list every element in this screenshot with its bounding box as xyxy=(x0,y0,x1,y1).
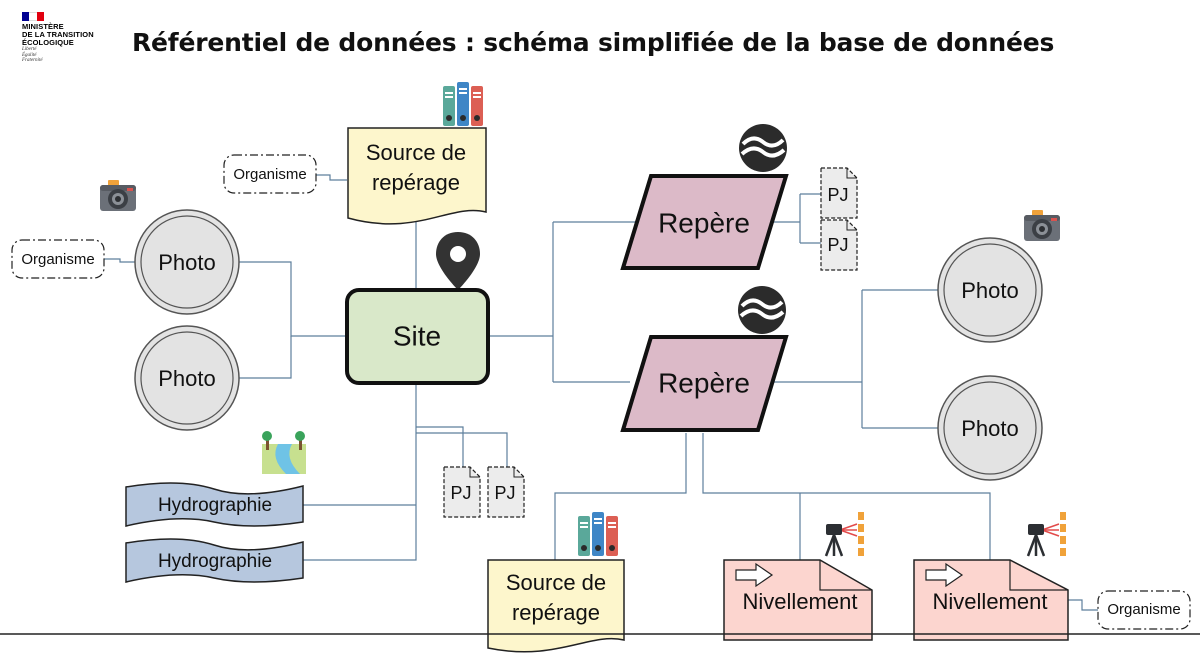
hydrographie-label: Hydrographie xyxy=(158,495,272,516)
connectors xyxy=(104,174,1098,611)
connector-site-reperes xyxy=(488,221,646,383)
photo-label: Photo xyxy=(961,278,1019,303)
logo-line: ÉCOLOGIQUE xyxy=(22,38,74,47)
pj-label: PJ xyxy=(450,483,471,503)
location-pin-icon xyxy=(436,232,480,290)
surveyor-level-icon xyxy=(824,510,866,558)
source-reperage-node: Source de repérage xyxy=(347,127,487,225)
hydrology-wave-icon xyxy=(737,122,789,174)
organisme-node: Organisme xyxy=(1097,590,1191,630)
connector-photo2-site xyxy=(235,336,292,379)
connector-organisme-source xyxy=(316,174,347,181)
arrow-right-icon xyxy=(735,562,774,588)
logo-motto: Fraternité xyxy=(22,58,43,63)
logo-line: DE LA TRANSITION xyxy=(22,30,94,39)
pj-document: PJ xyxy=(443,466,481,518)
photo-node: Photo xyxy=(134,325,240,431)
site-label: Site xyxy=(393,320,441,351)
source-label-line: repérage xyxy=(512,600,600,625)
connector-repere1-pj xyxy=(770,193,821,244)
ministry-logo: MINISTÈRE DE LA TRANSITION ÉCOLOGIQUE Li… xyxy=(22,12,122,64)
connector-repere2-photos xyxy=(768,289,942,429)
photo-node: Photo xyxy=(937,237,1043,343)
river-landscape-icon xyxy=(262,431,306,474)
organisme-label: Organisme xyxy=(1107,601,1180,618)
photo-label: Photo xyxy=(961,416,1019,441)
pj-document: PJ xyxy=(820,219,858,271)
pj-label: PJ xyxy=(827,235,848,255)
binders-icon xyxy=(443,82,483,126)
arrow-right-icon xyxy=(925,562,964,588)
hydrographie-node: Hydrographie xyxy=(125,538,304,583)
connector-site-down xyxy=(303,383,417,561)
nivellement-node: Nivellement xyxy=(723,559,873,641)
organisme-node: Organisme xyxy=(223,154,317,194)
photo-node: Photo xyxy=(937,375,1043,481)
surveyor-level-icon xyxy=(1026,510,1068,558)
connector-repere2-source xyxy=(554,433,687,560)
hydrology-wave-icon xyxy=(736,284,788,336)
source-label-line: repérage xyxy=(372,170,460,195)
photo-node: Photo xyxy=(134,209,240,315)
logo-motto: Liberté xyxy=(22,47,37,52)
repere-label: Repère xyxy=(658,367,750,398)
nivellement-node: Nivellement xyxy=(913,559,1069,641)
logo-line: MINISTÈRE xyxy=(22,22,64,31)
french-flag-icon xyxy=(22,12,44,21)
nivellement-label: Nivellement xyxy=(933,589,1048,614)
photo-label: Photo xyxy=(158,366,216,391)
logo-motto: Égalité xyxy=(22,52,37,58)
organisme-label: Organisme xyxy=(233,166,306,183)
hydrographie-node: Hydrographie xyxy=(125,482,304,527)
connector-organisme-photo xyxy=(104,258,138,263)
connector-site-pj xyxy=(416,426,508,467)
repere-node: Repère xyxy=(620,335,789,432)
source-label-line: Source de xyxy=(506,570,606,595)
site-node: Site xyxy=(345,288,490,385)
connector-repere2-niv xyxy=(702,433,991,560)
pj-document: PJ xyxy=(487,466,525,518)
camera-icon xyxy=(1024,210,1060,241)
pj-label: PJ xyxy=(827,185,848,205)
connector-photo1-site xyxy=(235,261,347,337)
pj-label: PJ xyxy=(494,483,515,503)
repere-node: Repère xyxy=(620,174,789,270)
organisme-label: Organisme xyxy=(21,251,94,268)
hydrographie-label: Hydrographie xyxy=(158,551,272,572)
pj-document: PJ xyxy=(820,167,858,219)
camera-icon xyxy=(100,180,136,211)
connector-niv-organisme xyxy=(1068,599,1098,611)
repere-label: Repère xyxy=(658,207,750,238)
source-reperage-node: Source de repérage xyxy=(487,559,625,653)
photo-label: Photo xyxy=(158,250,216,275)
binders-icon xyxy=(578,512,618,556)
page-title: Référentiel de données : schéma simplifi… xyxy=(132,28,1055,57)
source-label-line: Source de xyxy=(366,140,466,165)
nivellement-label: Nivellement xyxy=(743,589,858,614)
organisme-node: Organisme xyxy=(11,239,105,279)
